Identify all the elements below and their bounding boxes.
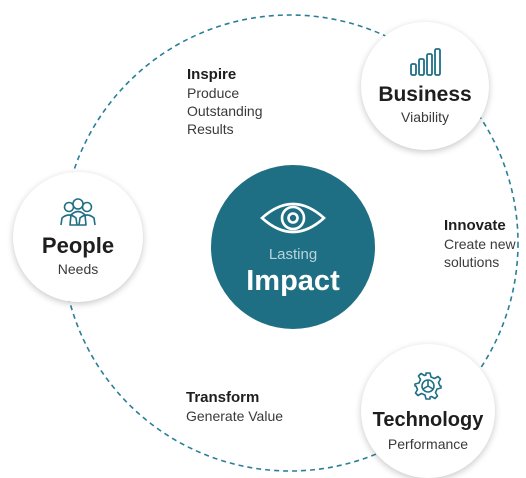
people-title: People xyxy=(41,233,115,258)
innovate-line: Create new xyxy=(444,236,516,252)
innovate-label: Innovate Create new solutions xyxy=(444,217,516,271)
people-node: People Needs xyxy=(13,172,143,302)
bar-chart-icon xyxy=(410,48,441,76)
eye-icon xyxy=(260,202,326,234)
technology-title: Technology xyxy=(372,408,484,431)
center-subtitle: Lasting xyxy=(268,246,318,263)
inspire-line: Results xyxy=(187,121,234,137)
gear-icon xyxy=(414,371,442,400)
business-subtitle: Viability xyxy=(401,109,449,125)
inspire-line: Produce xyxy=(187,85,240,101)
technology-node: Technology Performance xyxy=(361,344,495,478)
center-title: Impact xyxy=(246,265,340,297)
transform-line: Generate Value xyxy=(186,408,284,424)
people-subtitle: Needs xyxy=(57,261,99,277)
transform-heading: Transform xyxy=(186,389,260,406)
inspire-heading: Inspire xyxy=(187,66,237,83)
transform-label: Transform Generate Value xyxy=(186,389,283,425)
business-node: Business Viability xyxy=(361,22,489,150)
inspire-label: Inspire Produce Outstanding Results xyxy=(187,66,263,138)
innovate-heading: Innovate xyxy=(444,217,506,234)
innovate-line: solutions xyxy=(444,254,500,270)
people-group-icon xyxy=(60,198,96,226)
technology-subtitle: Performance xyxy=(387,435,469,452)
inspire-line: Outstanding xyxy=(187,103,263,119)
business-title: Business xyxy=(378,83,472,106)
center-impact-circle: Lasting Impact xyxy=(211,165,375,329)
